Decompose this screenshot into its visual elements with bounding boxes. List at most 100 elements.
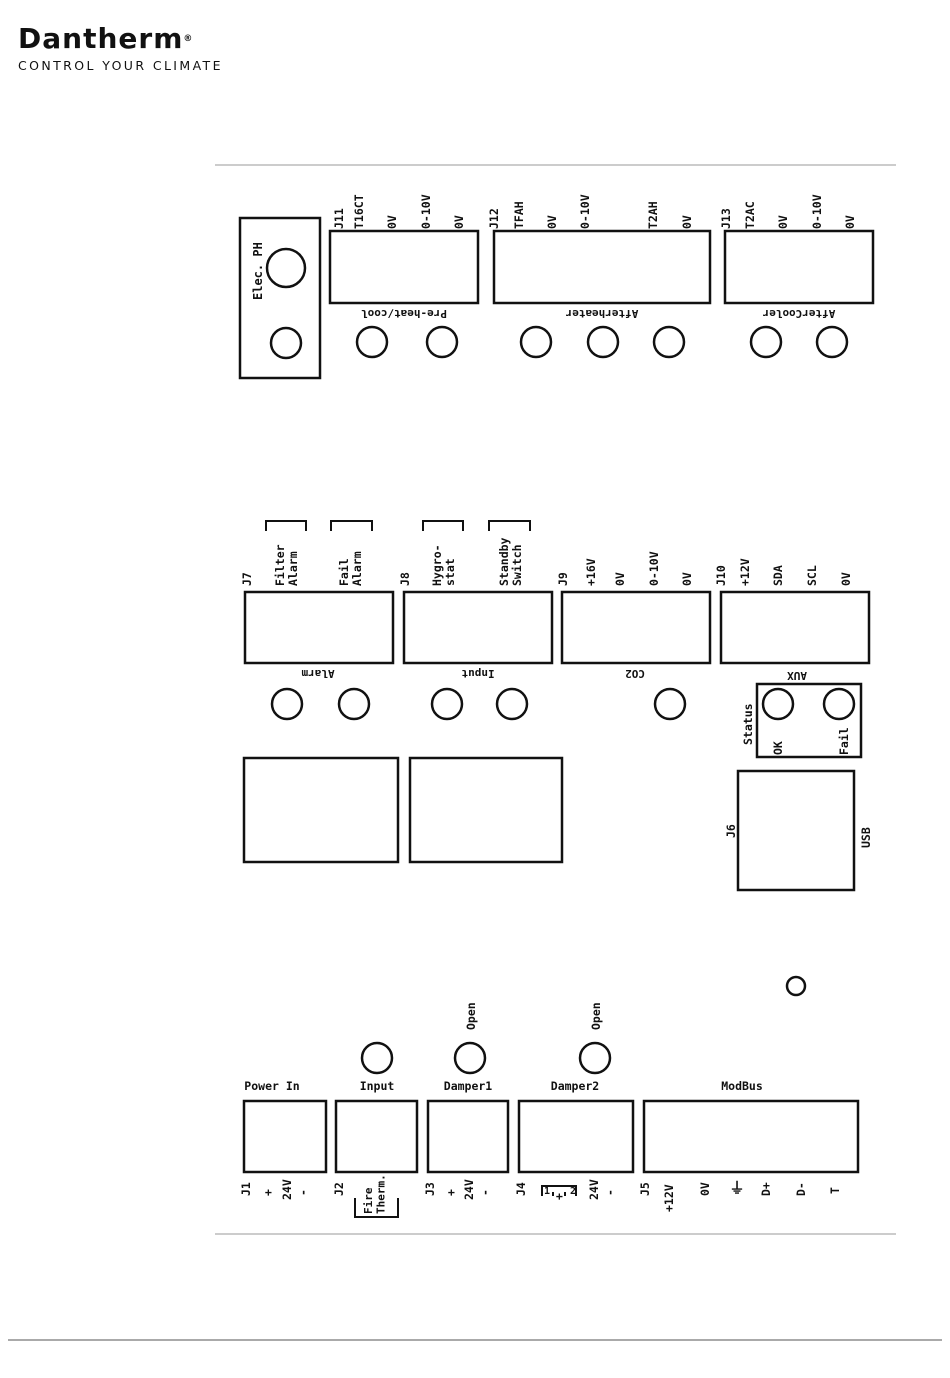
j2-group: FireTherm. [362,1174,388,1214]
j11-terminal-block [328,229,480,305]
j9-terminal-block [560,590,712,665]
j9-caption: CO2 [625,667,645,680]
j11-led-1 [355,325,389,359]
j1-pin-2: 24V [280,1179,294,1200]
j5-pin-3-ground-icon: ⏚ [729,1179,744,1197]
j8-id: J8 [398,572,412,586]
status-box [755,682,863,759]
j11-pin-2: 0V [385,215,399,229]
j11-pin-4: 0V [452,215,466,229]
j11-caption: Pre-heat/cool [361,307,447,320]
j9-pin-2: 0V [613,572,627,586]
j9-pin-1: +16V [584,558,598,586]
j4-open-led [578,1041,612,1075]
j13-pin-4: 0V [843,215,857,229]
j5-pin-2: 0V [698,1182,712,1196]
j13-caption: AfterCooler [762,307,835,320]
j12-id: J12 [487,208,501,229]
j5-pin-1: +12V [662,1184,676,1212]
j7-led-1 [270,687,304,721]
j10-pin-1: +12V [738,558,752,586]
j5-pin-5: D- [794,1182,808,1196]
j12-pin-2: 0V [545,215,559,229]
j3-terminal-block [426,1099,510,1174]
j13-pin-1: T2AC [743,201,757,229]
brand-logo: Dantherm® CONTROL YOUR CLIMATE [18,22,223,74]
j4-pin-5: - [603,1189,617,1196]
j13-pin-3: 0-10V [810,194,824,229]
brand-name: Dantherm® [18,22,194,55]
j1-id: J1 [239,1182,253,1196]
elec-ph-relay-circle [265,247,307,289]
j12-led-2 [586,325,620,359]
j5-pin-6: T [828,1187,842,1194]
j13-pin-2: 0V [776,215,790,229]
j12-pin-3: 0-10V [578,194,592,229]
j8-group-1: Hygro-stat [430,544,457,586]
j13-id: J13 [719,208,733,229]
j9-pin-4: 0V [680,572,694,586]
j7-id: J7 [240,572,254,586]
j2-title: Input [360,1079,395,1093]
j8-group-2: StandbySwitch [497,537,524,586]
j13-led-2 [815,325,849,359]
j10-pin-2: SDA [771,565,785,586]
j10-caption: AUX [787,669,807,682]
j9-led [653,687,687,721]
elec-ph-led-circle [269,326,303,360]
status-ok-led [761,687,795,721]
j7-filter-alarm-bracket [265,520,307,531]
j3-title: Damper1 [444,1079,493,1093]
j9-id: J9 [556,572,570,586]
j3-open-label: Open [464,1002,478,1030]
j4-pin-2: + [552,1193,566,1200]
j1-pin-3: - [296,1189,310,1196]
j5-pin-4: D+ [759,1182,773,1196]
j6-id: J6 [724,824,738,838]
j5-id: J5 [638,1182,652,1196]
j1-pin-1: + [261,1189,275,1196]
j7-fail-alarm-bracket [330,520,373,531]
j8-caption: Input [461,667,494,680]
j13-terminal-block [723,229,875,305]
j7-caption: Alarm [301,667,334,680]
j4-pin-4: 24V [587,1179,601,1200]
j4-pin-3: 2 [570,1186,576,1197]
j11-pin-1: T16CT [352,194,366,229]
j8-led-2 [495,687,529,721]
relay-box-2 [408,756,564,864]
j6-usb-box [736,769,856,892]
j12-pin-5: 0V [680,215,694,229]
j3-open-led [453,1041,487,1075]
j11-id: J11 [332,208,346,229]
j1-title: Power In [244,1079,299,1093]
j13-led-1 [749,325,783,359]
j2-fire-therm-bracket [354,1198,399,1218]
j6-usb-label: USB [859,827,873,848]
j4-id: J4 [514,1182,528,1196]
j3-pin-1: + [444,1189,458,1196]
j12-led-3 [652,325,686,359]
j10-id: J10 [714,565,728,586]
j7-group-2: FailAlarm [337,551,364,586]
j4-title: Damper2 [551,1079,599,1093]
status-fail-label: Fail [837,727,851,755]
j4-open-label: Open [589,1002,603,1030]
j7-terminal-block [243,590,395,665]
j2-id: J2 [332,1182,346,1196]
j4-bracket [541,1185,577,1196]
j8-terminal-block [402,590,554,665]
j4-pin-1: 1 [544,1186,550,1197]
j9-pin-3: 0-10V [647,551,661,586]
relay-box-1 [242,756,400,864]
elec-ph-label: Elec. PH [251,242,265,300]
elec-ph-box [238,216,322,380]
j11-pin-3: 0-10V [419,194,433,229]
j1-terminal-block [242,1099,328,1174]
j7-led-2 [337,687,371,721]
j5-title: ModBus [721,1079,763,1093]
j3-pin-3: - [478,1189,492,1196]
status-ok-label: OK [771,741,785,755]
j2-led [360,1041,394,1075]
